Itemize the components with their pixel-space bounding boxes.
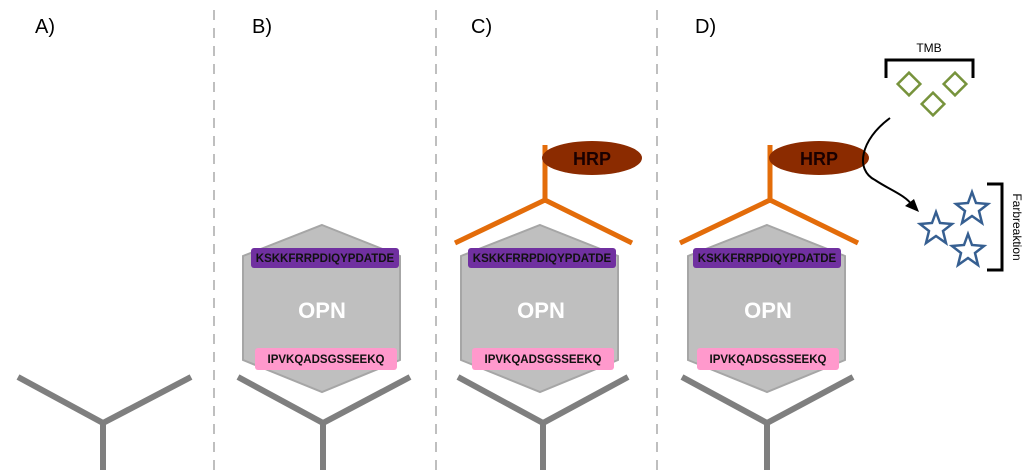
hrp-enzyme	[542, 141, 642, 175]
hrp-enzyme	[769, 141, 869, 175]
opn-label: OPN	[517, 298, 565, 323]
star-icon	[948, 230, 988, 268]
capture-antibody-d	[680, 374, 855, 470]
hrp-label: HRP	[800, 149, 838, 169]
panel-d: D) OPN KSKKFRRPDIQYPDATDE IPVKQADSGSSEEK…	[678, 16, 1024, 470]
peptide-top-label: KSKKFRRPDIQYPDATDE	[698, 253, 837, 265]
panel-d-label: D)	[695, 16, 716, 38]
tmb-diamond-icon	[919, 90, 947, 118]
panel-b: B) OPN KSKKFRRPDIQYPDATDE IPVKQADSGSSEEK…	[236, 16, 412, 470]
tmb-bracket	[884, 58, 975, 78]
peptide-bottom	[472, 348, 614, 370]
peptide-top-label: KSKKFRRPDIQYPDATDE	[256, 253, 395, 265]
star-icon	[916, 208, 956, 246]
product-stars	[916, 188, 992, 268]
peptide-top	[251, 248, 399, 268]
peptide-bottom-label: IPVKQADSGSSEEKQ	[710, 354, 827, 366]
peptide-top-label: KSKKFRRPDIQYPDATDE	[473, 253, 612, 265]
star-icon	[952, 188, 992, 226]
peptide-bottom-label: IPVKQADSGSSEEKQ	[485, 354, 602, 366]
panel-c-label: C)	[471, 16, 492, 38]
peptide-bottom-label: IPVKQADSGSSEEKQ	[268, 354, 385, 366]
peptide-bottom	[697, 348, 839, 370]
reaction-arrow	[862, 117, 913, 206]
panel-a: A)	[16, 16, 193, 470]
capture-antibody-b	[236, 374, 412, 470]
capture-antibody-c	[456, 374, 630, 470]
tmb-diamonds	[895, 70, 969, 118]
opn-label: OPN	[744, 298, 792, 323]
opn-label: OPN	[298, 298, 346, 323]
capture-antibody-a	[16, 374, 193, 470]
reaction-bracket	[987, 182, 1004, 272]
arrowhead-icon	[905, 199, 919, 212]
hrp-label: HRP	[573, 149, 611, 169]
panel-b-label: B)	[252, 16, 272, 38]
panel-a-label: A)	[35, 16, 55, 38]
tmb-diamond-icon	[895, 70, 923, 98]
peptide-top	[693, 248, 841, 268]
reaction-label: Farbreaktion	[1010, 193, 1024, 260]
peptide-bottom	[255, 348, 397, 370]
tmb-diamond-icon	[941, 70, 969, 98]
panel-c: C) OPN KSKKFRRPDIQYPDATDE IPVKQADSGSSEEK…	[453, 16, 642, 470]
peptide-top	[468, 248, 616, 268]
tmb-label: TMB	[916, 41, 941, 55]
